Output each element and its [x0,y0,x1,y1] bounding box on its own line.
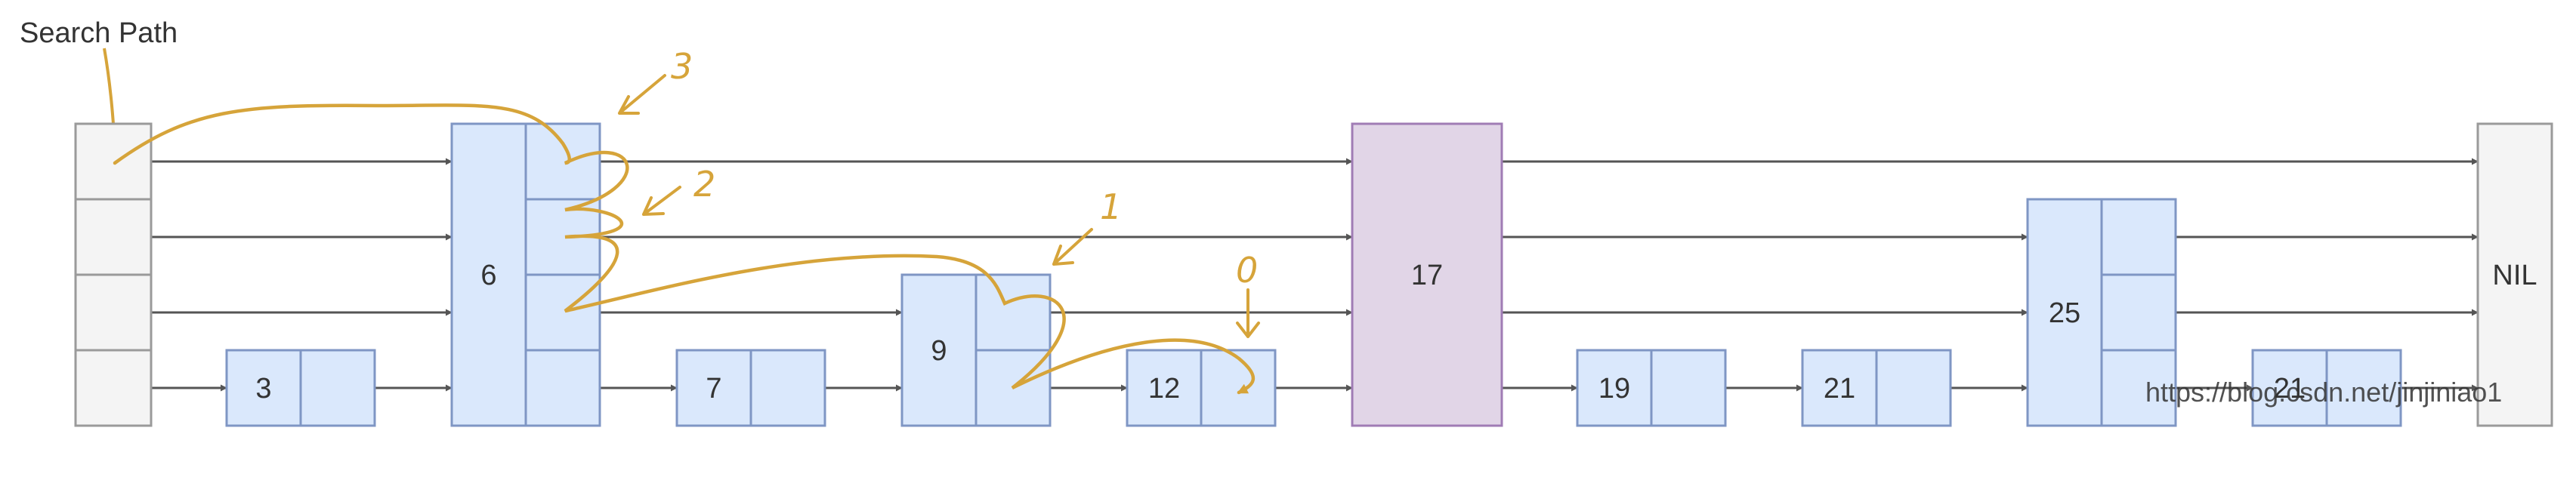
search-path-curve [113,103,1256,395]
node-n21a: 21 [1801,349,1952,427]
node-n12: 12 [1126,349,1277,427]
annotation-arrow-3 [618,74,666,115]
head-cell [74,349,153,427]
node-n25: 25 [2026,198,2177,427]
node-n21b: 21 [2251,349,2402,427]
node-n6: 6 [450,122,601,427]
node-n17: 17 [1351,122,1503,427]
node-box [1351,122,1503,427]
pointer-cell [524,122,601,201]
node-label: 25 [2049,297,2080,329]
key-cell [1576,349,1653,427]
annotation-level-3: 3 [671,46,693,87]
node-label: 17 [1411,260,1443,291]
pointer-cell [2100,273,2177,352]
pointer-cell [299,349,376,427]
head-cell [74,273,153,352]
annotation-level-2: 2 [693,164,715,205]
head-cell [74,198,153,276]
annotation-arrow-1 [1052,228,1093,266]
search-path [113,103,1256,395]
node-head [74,122,153,427]
node-nil: NIL [2476,122,2553,427]
node-n7: 7 [675,349,826,427]
annotation-level-1: 1 [1100,186,1122,227]
pointer-cell [1650,349,1727,427]
key-cell [1126,349,1203,427]
key-cell [225,349,302,427]
node-label: 19 [1598,373,1630,405]
pointer-cell [749,349,826,427]
node-label: NIL [2492,260,2537,291]
node-label: 21 [2274,373,2306,405]
watermark: https://blog.csdn.net/jinjiniao1 [2145,377,2502,408]
key-cell [450,122,527,427]
pointer-cell [524,273,601,352]
key-cell [675,349,752,427]
node-label: 7 [706,373,721,405]
node-n19: 19 [1576,349,1727,427]
head-cell [74,122,153,201]
node-label: 6 [480,260,496,291]
pointer-cell [974,273,1052,352]
annotation-arrow-2 [642,186,681,216]
pointer-cell [1875,349,1952,427]
annotation-arrows [618,74,1260,338]
node-n9: 9 [900,273,1052,427]
key-cell [2251,349,2328,427]
node-label: 9 [931,335,947,367]
node-label: 21 [1824,373,1855,405]
node-label: 3 [255,373,271,405]
node-box [2476,122,2553,427]
node-n3: 3 [225,349,376,427]
node-label: 12 [1148,373,1180,405]
pointer-cell [2325,349,2402,427]
annotation-arrow-0 [1236,288,1260,338]
pointer-cell [1200,349,1277,427]
key-cell [1801,349,1878,427]
pointer-cell [524,349,601,427]
search-path-title: Search Path [20,17,178,49]
key-cell [900,273,978,427]
pointer-cell [2100,198,2177,276]
annotation-level-0: 0 [1236,250,1258,291]
